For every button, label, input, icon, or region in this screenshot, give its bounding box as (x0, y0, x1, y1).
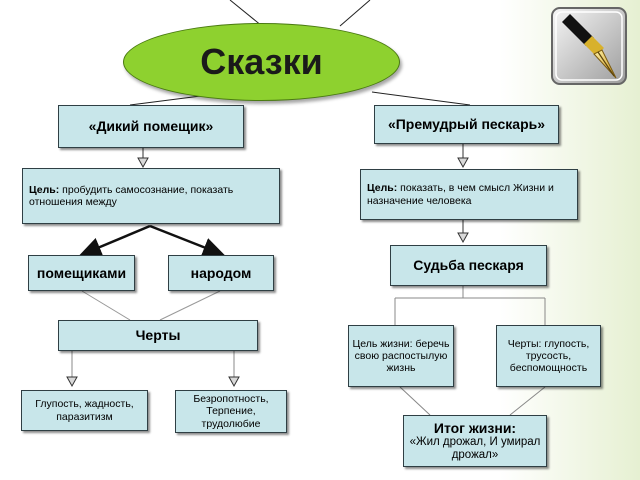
life-result-text: «Жил дрожал, И умирал дрожал» (409, 435, 541, 462)
title-ellipse: Сказки (123, 23, 400, 101)
life-result-box: Итог жизни: «Жил дрожал, И умирал дрожал… (403, 415, 547, 467)
left-traits-box: Черты (58, 320, 258, 351)
life-goal-text: Цель жизни: беречь свою распостылую жизн… (352, 337, 450, 375)
people-label: народом (190, 264, 252, 281)
gudgeon-traits-box: Черты: глупость, трусость, беспомощность (496, 325, 601, 387)
people-traits-text: Безропотность, Терпение, трудолюбие (193, 393, 269, 430)
right-goal-text: показать, в чем смысл Жизни и назначение… (367, 182, 554, 207)
life-goal-box: Цель жизни: беречь свою распостылую жизн… (348, 325, 454, 387)
landowners-traits-box: Глупость, жадность, паразитизм (21, 390, 148, 431)
tale-wise-gudgeon-label: «Премудрый пескарь» (387, 116, 546, 133)
left-traits-label: Черты (135, 327, 181, 344)
right-goal-label: Цель: (367, 182, 398, 195)
landowners-box: помещиками (28, 255, 135, 291)
right-goal-box: Цель: показать, в чем смысл Жизни и назн… (360, 169, 578, 220)
left-goal-label: Цель: (29, 183, 60, 196)
people-traits-box: Безропотность, Терпение, трудолюбие (175, 390, 287, 433)
people-box: народом (168, 255, 274, 291)
tale-wise-gudgeon-box: «Премудрый пескарь» (374, 105, 559, 144)
life-result-label: Итог жизни: (433, 419, 517, 436)
left-goal-box: Цель: пробудить самосознание, показать о… (22, 168, 280, 224)
left-goal-text: пробудить самосознание, показать отношен… (29, 183, 234, 208)
title-text: Сказки (200, 41, 323, 82)
landowners-traits-text: Глупость, жадность, паразитизм (35, 398, 134, 423)
gudgeon-fate-box: Судьба пескаря (390, 245, 547, 286)
fountain-pen-icon (551, 7, 627, 85)
gudgeon-fate-label: Судьба пескаря (413, 257, 524, 274)
landowners-label: помещиками (36, 264, 127, 281)
gudgeon-traits-text: Черты: глупость, трусость, беспомощность (507, 337, 590, 375)
tale-wild-landowner-label: «Дикий помещик» (88, 118, 214, 135)
tale-wild-landowner-box: «Дикий помещик» (58, 105, 244, 148)
